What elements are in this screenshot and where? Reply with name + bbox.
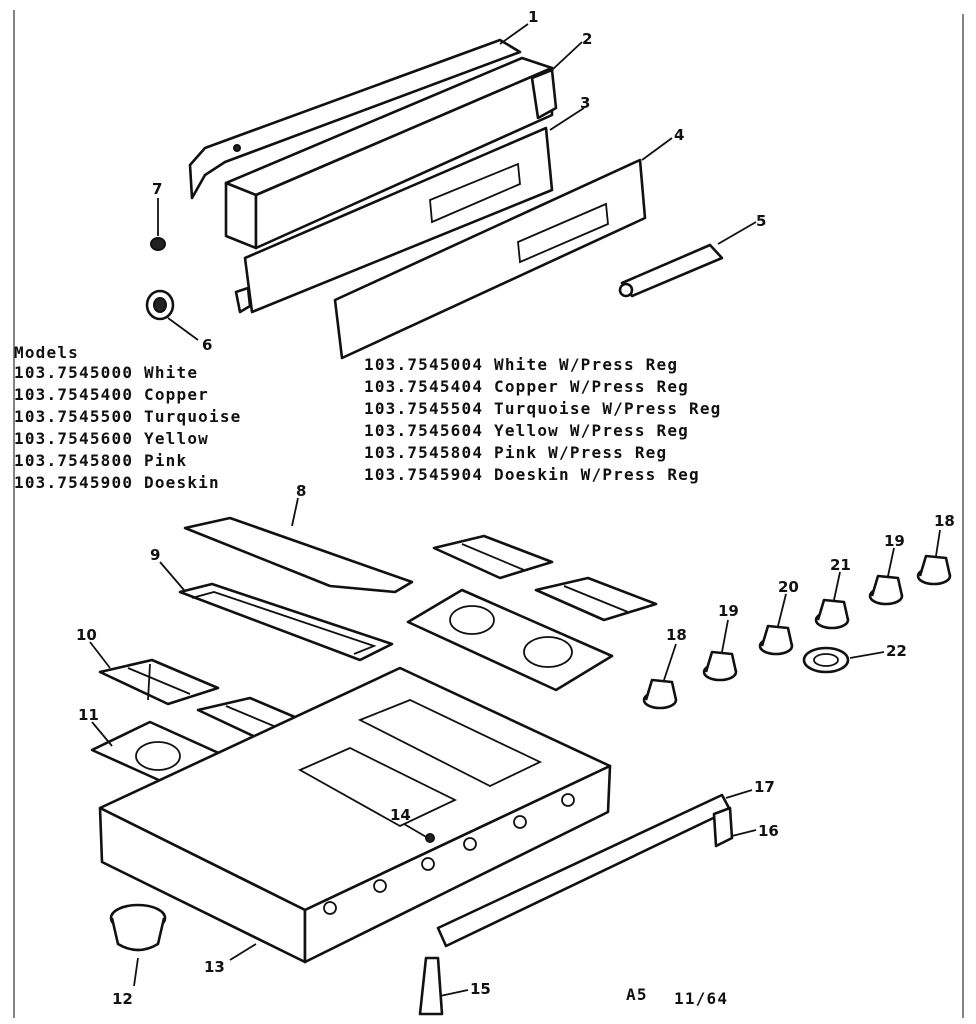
model-line: 103.7545400 Copper	[14, 385, 209, 404]
callout-9: 9	[150, 546, 160, 564]
callout-13: 13	[204, 958, 225, 976]
callout-19-right: 19	[884, 532, 905, 550]
burner-plate-right	[406, 588, 614, 692]
part-6-valve	[145, 289, 175, 321]
leader-lines	[89, 23, 941, 997]
model-list-left: Models 103.7545000 White 103.7545400 Cop…	[14, 343, 242, 492]
callout-5: 5	[756, 212, 766, 230]
model-line: 103.7545500 Turquoise	[14, 407, 242, 426]
part-10-grate	[98, 658, 220, 706]
callout-1: 1	[528, 8, 538, 26]
part-13-top-frame	[98, 666, 612, 964]
knob-18-right	[916, 554, 952, 586]
callout-8: 8	[296, 482, 306, 500]
model-line: 103.7545600 Yellow	[14, 429, 209, 448]
knob-19-left	[702, 650, 738, 682]
callout-2: 2	[582, 30, 592, 48]
callout-11: 11	[78, 706, 99, 724]
knob-18-left	[642, 678, 678, 710]
part-5-bracket	[618, 243, 724, 298]
footer-code: A5	[626, 985, 648, 1004]
model-line: 103.7545504 Turquoise W/Press Reg	[364, 399, 721, 418]
part-7-button	[150, 237, 166, 251]
model-line: 103.7545804 Pink W/Press Reg	[364, 443, 667, 462]
model-line: 103.7545004 White W/Press Reg	[364, 355, 678, 374]
callout-10: 10	[76, 626, 97, 644]
callout-6: 6	[202, 336, 212, 354]
grate-upper-a	[432, 534, 554, 580]
callout-14: 14	[390, 806, 411, 824]
part-2-backguard-housing	[224, 56, 558, 250]
callout-22: 22	[886, 642, 907, 660]
model-line: 103.7545904 Doeskin W/Press Reg	[364, 465, 700, 484]
part-12-cup	[109, 903, 167, 952]
model-line: 103.7545000 White	[14, 363, 198, 382]
part-16-rail-bracket	[712, 806, 734, 848]
callout-20: 20	[778, 578, 799, 596]
model-line: 103.7545404 Copper W/Press Reg	[364, 377, 689, 396]
callout-18-left: 18	[666, 626, 687, 644]
callout-15: 15	[470, 980, 491, 998]
callout-19-left: 19	[718, 602, 739, 620]
model-list-right: 103.7545004 White W/Press Reg 103.754540…	[364, 355, 721, 484]
callout-17: 17	[754, 778, 775, 796]
callout-4: 4	[674, 126, 684, 144]
part-9-tray	[178, 582, 394, 662]
model-line: 103.7545800 Pink	[14, 451, 187, 470]
knob-20	[758, 624, 794, 656]
footer-date: 11/64	[674, 989, 728, 1008]
part-15-trim-piece	[418, 956, 444, 1016]
part-1-backguard-top	[188, 38, 522, 200]
callout-3: 3	[580, 94, 590, 112]
models-heading: Models	[14, 343, 79, 362]
callout-18-right: 18	[934, 512, 955, 530]
model-line: 103.7545900 Doeskin	[14, 473, 220, 492]
part-8-cover	[183, 516, 414, 594]
part-4-trim-panel	[333, 158, 647, 360]
callout-7: 7	[152, 180, 162, 198]
part-14-fastener	[425, 833, 435, 843]
knob-21	[814, 598, 850, 630]
model-line: 103.7545604 Yellow W/Press Reg	[364, 421, 689, 440]
part-3-control-panel	[234, 126, 554, 314]
knob-19-right	[868, 574, 904, 606]
grate-upper-b	[534, 576, 658, 622]
callout-12: 12	[112, 990, 133, 1008]
callout-16: 16	[758, 822, 779, 840]
callout-21: 21	[830, 556, 851, 574]
part-22-bezel	[802, 646, 850, 674]
